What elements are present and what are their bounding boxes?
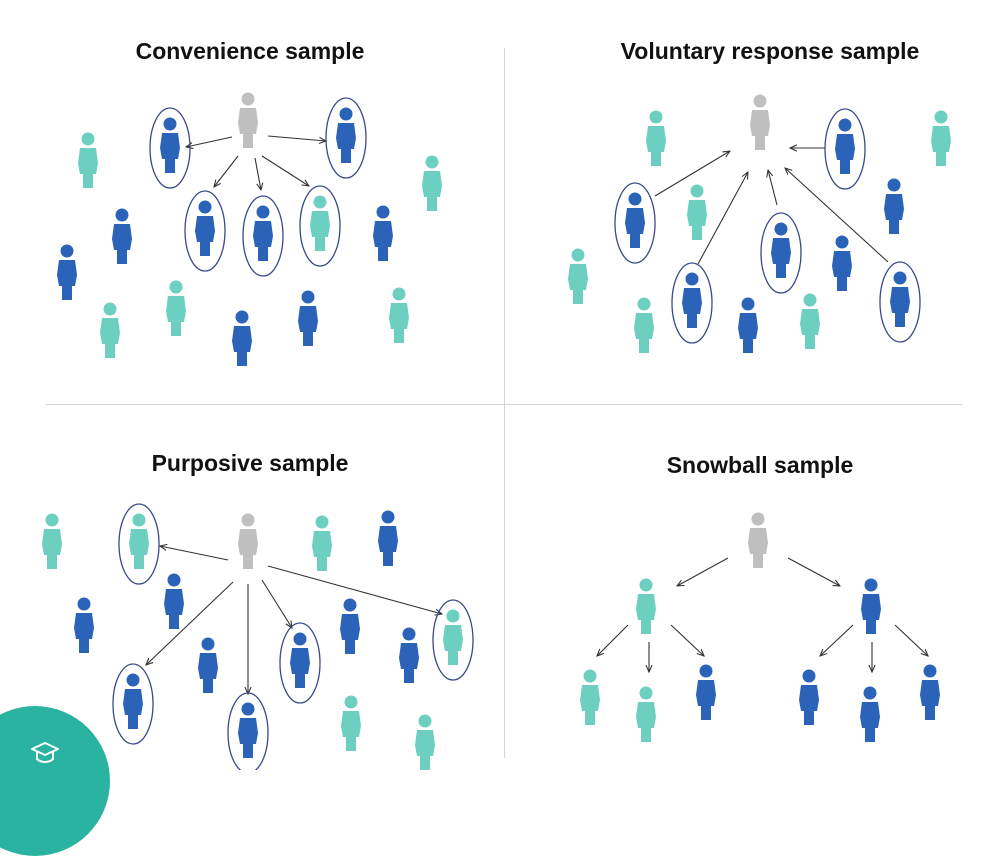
vertical-divider	[504, 48, 505, 758]
selection-ellipse	[112, 663, 154, 745]
person-icon	[298, 290, 318, 346]
selection-ellipse	[432, 599, 474, 681]
selection-ellipse	[325, 97, 367, 179]
arrow	[785, 168, 889, 263]
person-icon	[860, 686, 880, 742]
sampling-diagram	[42, 92, 951, 770]
arrow	[677, 557, 729, 586]
arrow	[768, 170, 778, 206]
person-icon	[568, 248, 588, 304]
person-icon	[253, 205, 273, 261]
arrow	[597, 624, 629, 656]
person-icon	[399, 627, 419, 683]
person-icon	[636, 578, 656, 634]
arrow	[670, 624, 704, 656]
arrow	[894, 624, 928, 656]
person-icon	[861, 578, 881, 634]
person-icon	[634, 297, 654, 353]
researcher-icon	[748, 512, 768, 568]
person-icon	[738, 297, 758, 353]
person-icon	[920, 664, 940, 720]
person-icon	[57, 244, 77, 300]
arrow	[654, 151, 730, 197]
horizontal-divider	[46, 404, 962, 405]
person-icon	[100, 302, 120, 358]
person-icon	[112, 208, 132, 264]
person-icon	[232, 310, 252, 366]
person-icon	[415, 714, 435, 770]
person-icon	[238, 702, 258, 758]
selection-ellipse	[299, 185, 341, 267]
selection-ellipse	[149, 107, 191, 189]
selection-ellipse	[824, 108, 866, 190]
selection-ellipse	[279, 622, 321, 704]
arrow	[214, 155, 239, 187]
person-icon	[341, 695, 361, 751]
person-icon	[373, 205, 393, 261]
person-icon	[389, 287, 409, 343]
person-icon	[310, 195, 330, 251]
person-icon	[636, 686, 656, 742]
person-icon	[290, 632, 310, 688]
person-icon	[443, 609, 463, 665]
selection-ellipse	[184, 190, 226, 272]
person-icon	[164, 573, 184, 629]
person-icon	[687, 184, 707, 240]
arrow	[146, 581, 234, 665]
arrow	[254, 157, 261, 190]
title-convenience-sample: Convenience sample	[135, 38, 365, 64]
person-icon	[800, 293, 820, 349]
selection-ellipse	[614, 182, 656, 264]
person-icon	[129, 513, 149, 569]
person-icon	[336, 107, 356, 163]
person-icon	[832, 235, 852, 291]
arrow	[261, 155, 309, 186]
person-icon	[123, 673, 143, 729]
arrow	[787, 557, 840, 586]
title-purposive-sample: Purposive sample	[151, 450, 349, 476]
person-icon	[931, 110, 951, 166]
selection-ellipse	[118, 503, 160, 585]
arrow	[267, 565, 442, 614]
person-icon	[696, 664, 716, 720]
person-icon	[422, 155, 442, 211]
person-icon	[160, 117, 180, 173]
arrow	[697, 172, 748, 265]
researcher-icon	[238, 92, 258, 148]
person-icon	[312, 515, 332, 571]
person-icon	[580, 669, 600, 725]
person-icon	[799, 669, 819, 725]
arrow	[267, 135, 326, 141]
person-icon	[42, 513, 62, 569]
graduation-cap-icon	[31, 742, 59, 763]
selection-ellipse	[227, 692, 269, 770]
person-icon	[890, 271, 910, 327]
person-icon	[74, 597, 94, 653]
title-voluntary-response-sample: Voluntary response sample	[620, 38, 920, 64]
selection-ellipse	[242, 195, 284, 277]
arrow	[820, 624, 854, 656]
person-icon	[195, 200, 215, 256]
person-icon	[625, 192, 645, 248]
person-icon	[771, 222, 791, 278]
selection-ellipse	[760, 212, 802, 294]
person-icon	[340, 598, 360, 654]
selection-ellipse	[671, 262, 713, 344]
title-snowball-sample: Snowball sample	[666, 452, 854, 478]
person-icon	[166, 280, 186, 336]
person-icon	[378, 510, 398, 566]
arrow	[261, 579, 292, 628]
person-icon	[884, 178, 904, 234]
person-icon	[835, 118, 855, 174]
arrow	[160, 546, 229, 561]
person-icon	[198, 637, 218, 693]
person-icon	[646, 110, 666, 166]
researcher-icon	[750, 94, 770, 150]
person-icon	[682, 272, 702, 328]
arrow	[186, 136, 233, 147]
researcher-icon	[238, 513, 258, 569]
selection-ellipse	[879, 261, 921, 343]
person-icon	[78, 132, 98, 188]
